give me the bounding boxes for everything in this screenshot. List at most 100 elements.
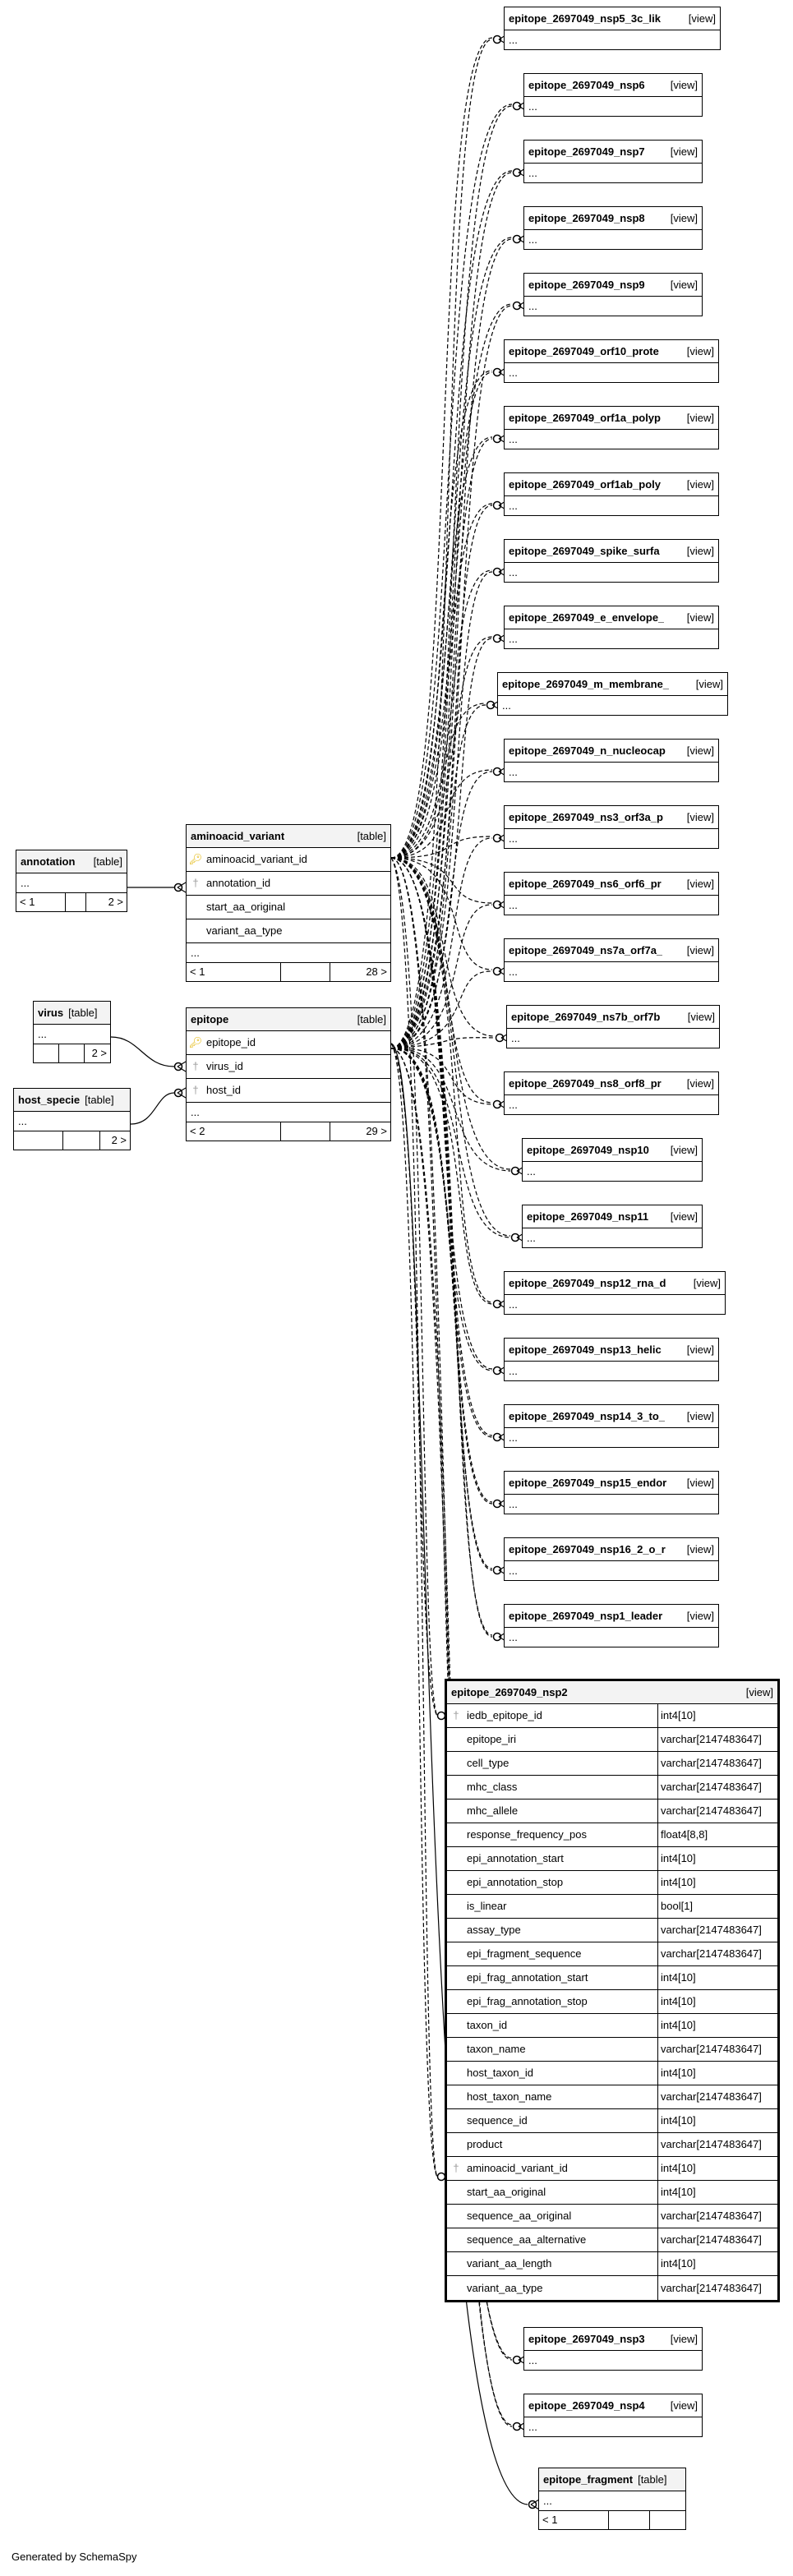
column-name: epi_frag_annotation_start xyxy=(465,1966,658,1989)
dashed-edge xyxy=(390,857,493,904)
view-epitope-2697049-n-nucleocap[interactable]: epitope_2697049_n_nucleocap[view]... xyxy=(504,739,719,782)
table-type: [view] xyxy=(686,1409,714,1422)
table-name: epitope_2697049_ns3_orf3a_p xyxy=(509,811,663,823)
view-epitope-2697049-nsp9[interactable]: epitope_2697049_nsp9[view]... xyxy=(523,273,703,316)
edge-end-circle xyxy=(492,1366,502,1376)
table-name: epitope_2697049_nsp6 xyxy=(528,79,645,91)
column-name: epi_annotation_stop xyxy=(465,1871,658,1894)
view-epitope-2697049-nsp13-helic[interactable]: epitope_2697049_nsp13_helic[view]... xyxy=(504,1338,719,1381)
view-epitope-nsp2[interactable]: epitope_2697049_nsp2 [view] †iedb_epitop… xyxy=(445,1679,780,2302)
view-epitope-2697049-nsp14-3-to-[interactable]: epitope_2697049_nsp14_3_to_[view]... xyxy=(504,1404,719,1448)
edge-end-circle xyxy=(492,634,502,643)
column-name: is_linear xyxy=(465,1895,658,1918)
table-type: [view] xyxy=(670,78,698,91)
dashed-edge xyxy=(390,503,493,859)
table-host-specie[interactable]: host_specie [table] ... 2 > xyxy=(13,1088,131,1150)
table-name: epitope_2697049_nsp4 xyxy=(528,2399,645,2412)
column-name: epitope_iri xyxy=(465,1728,658,1751)
table-type: [view] xyxy=(745,1685,773,1698)
view-epitope-2697049-nsp8[interactable]: epitope_2697049_nsp8[view]... xyxy=(523,206,703,250)
table-epitope[interactable]: epitope [table] 🔑︎epitope_id †virus_id †… xyxy=(186,1007,391,1141)
dashed-edge xyxy=(390,636,493,859)
dashed-edge xyxy=(390,1037,496,1049)
edge-end-circle xyxy=(492,767,502,776)
table-type: [view] xyxy=(670,1210,698,1223)
table-name: epitope_2697049_orf1a_polyp xyxy=(509,412,661,424)
dashed-edge xyxy=(390,857,493,1370)
view-epitope-2697049-nsp5-3c-lik[interactable]: epitope_2697049_nsp5_3c_lik[view]... xyxy=(504,7,721,50)
view-epitope-2697049-nsp15-endor[interactable]: epitope_2697049_nsp15_endor[view]... xyxy=(504,1471,719,1514)
view-epitope-2697049-orf10-prote[interactable]: epitope_2697049_orf10_prote[view]... xyxy=(504,339,719,383)
view-epitope-2697049-ns8-orf8-pr[interactable]: epitope_2697049_ns8_orf8_pr[view]... xyxy=(504,1071,719,1115)
view-epitope-2697049-nsp3[interactable]: epitope_2697049_nsp3[view]... xyxy=(523,2327,703,2371)
table-ellipsis: ... xyxy=(34,1025,110,1044)
table-name: epitope_2697049_nsp2 xyxy=(451,1686,568,1698)
view-epitope-2697049-m-membrane-[interactable]: epitope_2697049_m_membrane_[view]... xyxy=(497,672,728,716)
fk-edge xyxy=(390,1043,528,2505)
table-header: epitope_2697049_n_nucleocap[view] xyxy=(505,740,718,763)
view-epitope-2697049-nsp12-rna-d[interactable]: epitope_2697049_nsp12_rna_d[view]... xyxy=(504,1271,726,1315)
foot-left: < 1 xyxy=(187,963,281,981)
table-header: epitope_2697049_orf1a_polyp [view] xyxy=(505,407,718,430)
column-name: host_taxon_name xyxy=(465,2085,658,2108)
table-ellipsis: ... xyxy=(511,1031,520,1044)
table-footer: < 1 2 > xyxy=(16,893,127,911)
view-epitope-2697049-ns3-orf3a-p[interactable]: epitope_2697049_ns3_orf3a_p[view]... xyxy=(504,805,719,849)
view-epitope-2697049-orf1ab-poly[interactable]: epitope_2697049_orf1ab_poly[view]... xyxy=(504,472,719,516)
table-ellipsis: ... xyxy=(509,1564,518,1577)
dashed-edge xyxy=(390,904,493,1049)
column-name: assay_type xyxy=(465,1919,658,1942)
view-epitope-2697049-nsp7[interactable]: epitope_2697049_nsp7[view]... xyxy=(523,140,703,183)
foreign-key-icon: † xyxy=(453,1709,459,1721)
foot-right: 2 > xyxy=(108,896,123,908)
column-row: †virus_id xyxy=(187,1055,390,1079)
edge-end-circle xyxy=(510,1233,520,1242)
column-type: varchar[2147483647] xyxy=(661,2210,762,2222)
table-type: [view] xyxy=(686,411,714,424)
table-header: epitope_2697049_spike_surfa[view] xyxy=(505,540,718,563)
column-type: int4[10] xyxy=(661,1709,696,1721)
view-epitope-2697049-nsp16-2-o-r[interactable]: epitope_2697049_nsp16_2_o_r[view]... xyxy=(504,1537,719,1581)
table-type: [view] xyxy=(686,611,714,624)
view-epitope-2697049-nsp6[interactable]: epitope_2697049_nsp6[view]... xyxy=(523,73,703,117)
view-epitope-2697049-nsp10[interactable]: epitope_2697049_nsp10[view]... xyxy=(522,1138,703,1182)
view-epitope-2697049-ns6-orf6-pr[interactable]: epitope_2697049_ns6_orf6_pr[view]... xyxy=(504,872,719,915)
view-epitope-2697049-nsp4[interactable]: epitope_2697049_nsp4[view]... xyxy=(523,2394,703,2437)
table-annotation[interactable]: annotation [table] ... < 1 2 > xyxy=(16,850,127,912)
column-name: sequence_id xyxy=(465,2109,658,2132)
table-virus[interactable]: virus [table] ... 2 > xyxy=(33,1001,111,1063)
table-name: epitope_2697049_nsp1_leader xyxy=(509,1610,663,1622)
dashed-edge xyxy=(390,370,493,859)
table-header: epitope_2697049_orf1ab_poly[view] xyxy=(505,473,718,496)
column-type: int4[10] xyxy=(661,2114,696,2127)
view-epitope-2697049-e-envelope-[interactable]: epitope_2697049_e_envelope_[view]... xyxy=(504,606,719,649)
table-name: epitope_2697049_nsp8 xyxy=(528,212,645,224)
view-epitope-2697049-ns7b-orf7b[interactable]: epitope_2697049_ns7b_orf7b[view]... xyxy=(506,1005,720,1048)
view-epitope-2697049-nsp1-leader[interactable]: epitope_2697049_nsp1_leader[view]... xyxy=(504,1604,719,1647)
table-header: epitope_2697049_nsp10[view] xyxy=(523,1139,702,1162)
foot-right: 2 > xyxy=(91,1047,107,1059)
table-ellipsis: ... xyxy=(509,366,518,379)
dashed-edge xyxy=(390,1048,493,1638)
edge-end-circle xyxy=(492,1565,502,1575)
table-type: [view] xyxy=(686,877,714,890)
table-aminoacid-variant[interactable]: aminoacid_variant [table] 🔑︎aminoacid_va… xyxy=(186,824,391,982)
table-type: [view] xyxy=(686,544,714,557)
column-name: variant_aa_type xyxy=(465,2276,658,2300)
table-header: virus [table] xyxy=(34,1002,110,1025)
fk-edge xyxy=(130,1092,175,1125)
view-epitope-2697049-ns7a-orf7a-[interactable]: epitope_2697049_ns7a_orf7a_[view]... xyxy=(504,938,719,982)
view-epitope-2697049-spike-surfa[interactable]: epitope_2697049_spike_surfa[view]... xyxy=(504,539,719,583)
view-epitope-2697049-nsp11[interactable]: epitope_2697049_nsp11[view]... xyxy=(522,1205,703,1248)
table-header: epitope_2697049_nsp12_rna_d[view] xyxy=(505,1272,725,1295)
table-epitope-fragment[interactable]: epitope_fragment [table] ... < 1 xyxy=(538,2468,686,2530)
view-epitope-2697049-orf1a-polyp[interactable]: epitope_2697049_orf1a_polyp[view]... xyxy=(504,406,719,449)
table-header: epitope_2697049_ns8_orf8_pr[view] xyxy=(505,1072,718,1095)
